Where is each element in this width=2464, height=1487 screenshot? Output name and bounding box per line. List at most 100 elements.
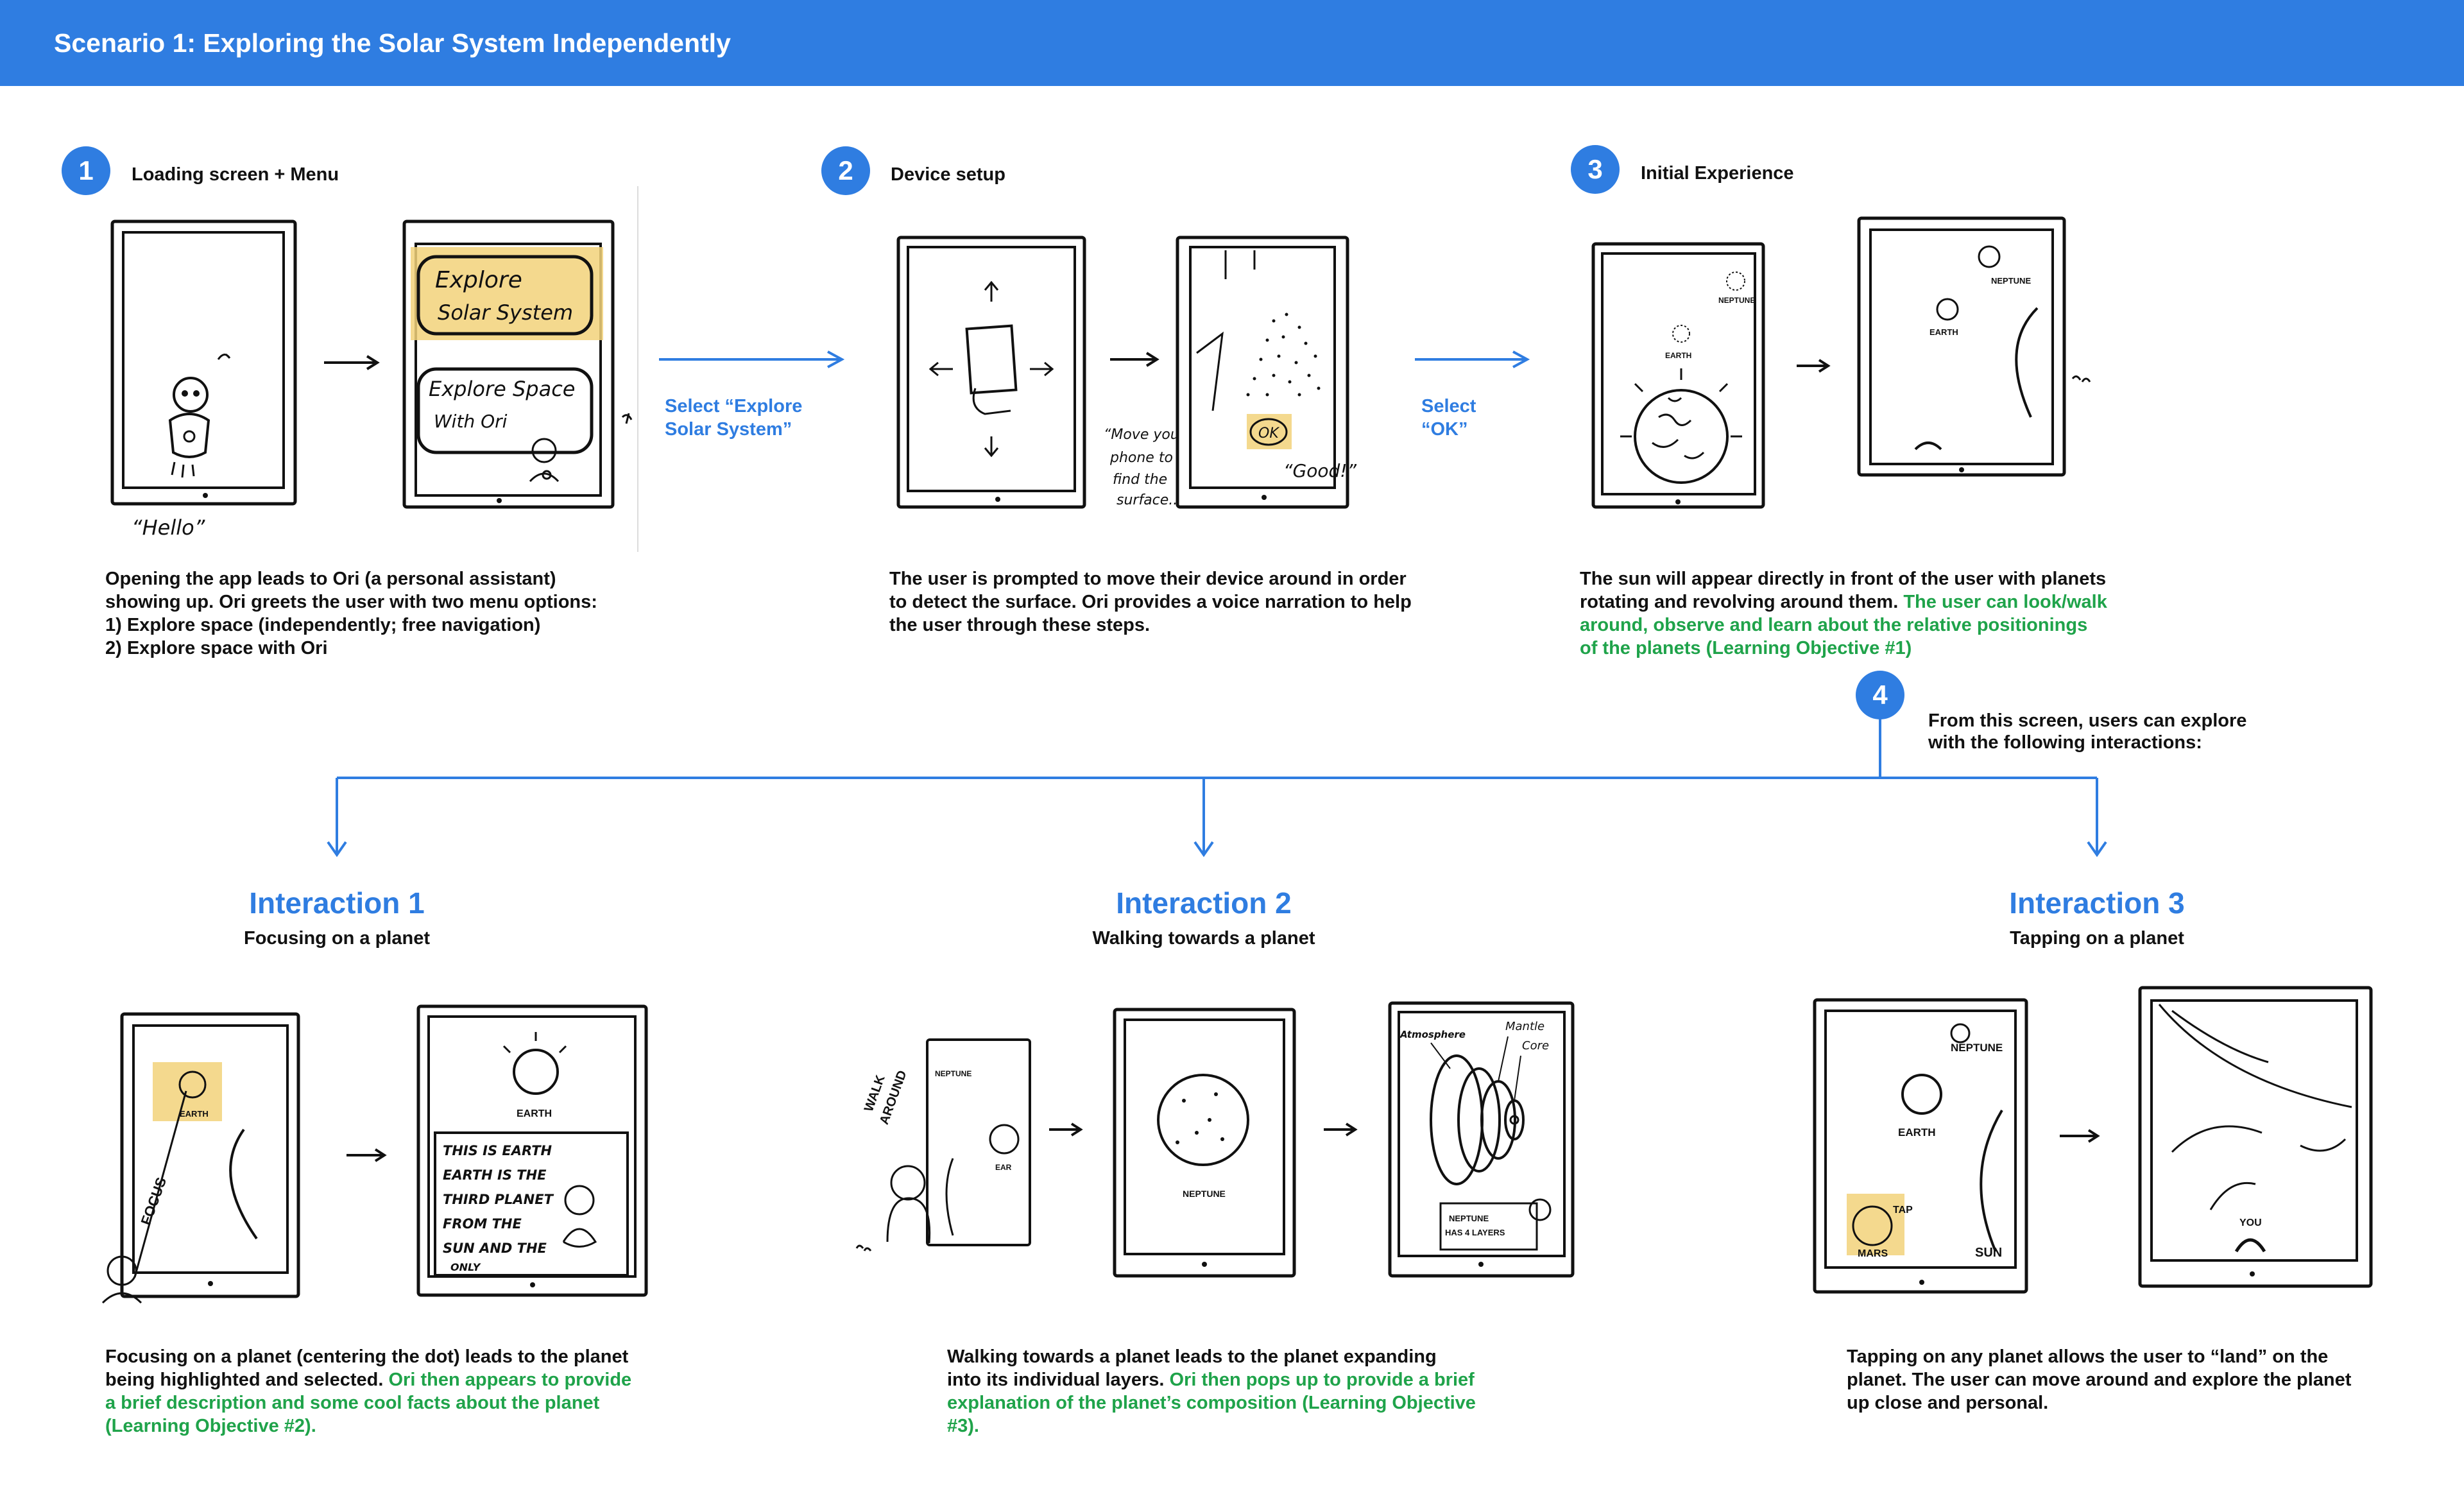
step-1-desc-line2: showing up. Ori greets the user with two…: [105, 592, 597, 612]
mars-label: MARS: [1858, 1248, 1888, 1259]
interaction-3-desc-line1: Tapping on any planet allows the user to…: [1847, 1346, 2329, 1367]
step-3-description: The sun will appear directly in front of…: [1580, 567, 2107, 660]
ok-button-sketch: OK: [1258, 425, 1279, 442]
interaction-2-title: Interaction 2: [1116, 886, 1292, 920]
step-4-desc-line2: with the following interactions:: [1928, 732, 2202, 753]
step-2-desc-line1: The user is prompted to move their devic…: [889, 569, 1407, 589]
select-ok-line2: “OK”: [1421, 419, 1468, 440]
interaction-3-subtitle: Tapping on a planet: [2010, 928, 2184, 949]
earth-label: EARTH: [1929, 327, 1958, 337]
step-3-desc-line4: of the planets (Learning Objective #1): [1580, 638, 1912, 658]
interaction-1-title: Interaction 1: [249, 886, 425, 920]
select-explore-line2: Solar System”: [665, 419, 792, 440]
initial-experience-sketch: NEPTUNE EARTH: [1582, 231, 1774, 513]
interaction-1-desc-line1: Focusing on a planet (centering the dot)…: [105, 1346, 629, 1367]
select-explore-label: Select “Explore Solar System”: [665, 395, 802, 441]
move-prompt-line2: phone to: [1109, 450, 1173, 466]
move-prompt-line1: “Move your: [1104, 427, 1186, 443]
step-2-desc-line3: the user through these steps.: [889, 615, 1151, 635]
step-3-desc-line2b: The user can look/walk: [1903, 592, 2107, 612]
arrow-icon: [321, 353, 385, 372]
you-label: YOU: [2239, 1217, 2262, 1228]
step-2-label: Device setup: [891, 164, 1005, 185]
earth-fact-line1: THIS IS EARTH: [443, 1143, 552, 1158]
earth-label: EARTH: [180, 1109, 209, 1119]
sun-label: SUN: [1975, 1246, 2002, 1260]
arrow-icon: [2057, 1126, 2105, 1146]
select-ok-line1: Select: [1421, 396, 1476, 417]
step-4-description: From this screen, users can explore with…: [1928, 710, 2246, 753]
layers-line2: HAS 4 LAYERS: [1445, 1228, 1505, 1237]
step-1-desc-line3: 1) Explore space (independently; free na…: [105, 615, 541, 635]
good-text: “Good!”: [1283, 460, 1356, 481]
device-move-sketch: [892, 231, 1097, 513]
interaction-2-subtitle: Walking towards a planet: [1092, 928, 1315, 949]
interaction-2-desc-line2a: into its individual layers.: [947, 1370, 1170, 1390]
arrow-icon: [1046, 1120, 1088, 1139]
interaction-1-desc-line3: a brief description and some cool facts …: [105, 1393, 600, 1413]
walk-around-sketch: NEPTUNE EAR WALK AROUND: [850, 1030, 1068, 1293]
earth-label: EARTH: [517, 1108, 552, 1119]
revolving-planets-sketch: NEPTUNE EARTH: [1851, 212, 2121, 513]
earth-fact-line2: EARTH IS THE: [443, 1167, 547, 1183]
neptune-label: NEPTUNE: [1991, 276, 2031, 286]
arrow-icon: [1412, 350, 1534, 369]
interaction-1-description: Focusing on a planet (centering the dot)…: [105, 1345, 631, 1438]
earth-fact-line5: SUN AND THE: [443, 1241, 547, 1256]
interaction-2-description: Walking towards a planet leads to the pl…: [947, 1345, 1476, 1438]
interaction-1-desc-line2a: being highlighted and selected.: [105, 1370, 389, 1390]
step-3-desc-line3: around, observe and learn about the rela…: [1580, 615, 2088, 635]
interaction-3-desc-line3: up close and personal.: [1847, 1393, 2049, 1413]
arrow-icon: [656, 350, 848, 369]
move-prompt-line3: find the: [1113, 472, 1167, 488]
divider-line: [637, 186, 639, 552]
select-ok-label: Select “OK”: [1421, 395, 1476, 441]
earth-fact-line3: THIRD PLANET: [443, 1192, 554, 1207]
interaction-1-desc-line4: (Learning Objective #2).: [105, 1416, 316, 1436]
interaction-3-title: Interaction 3: [2009, 886, 2185, 920]
neptune-closeup-sketch: NEPTUNE: [1107, 1004, 1299, 1280]
layers-line1: NEPTUNE: [1449, 1214, 1489, 1223]
neptune-label: NEPTUNE: [1183, 1189, 1226, 1199]
menu-explore-line2: Solar System: [438, 300, 573, 325]
neptune-label: NEPTUNE: [935, 1069, 971, 1078]
earth-fact-line6: ONLY: [450, 1261, 481, 1273]
planet-layers-sketch: Atmosphere Mantle Core NEPTUNE HAS 4 LAY…: [1386, 998, 1579, 1280]
interaction-3-description: Tapping on any planet allows the user to…: [1847, 1345, 2351, 1414]
arrow-icon: [1793, 356, 1835, 375]
step-1-description: Opening the app leads to Ori (a personal…: [105, 567, 597, 660]
step-3-badge: 3: [1571, 145, 1620, 194]
earth-fact-line4: FROM THE: [443, 1216, 522, 1232]
branch-connector: [0, 719, 2464, 860]
interaction-1-subtitle: Focusing on a planet: [243, 928, 430, 949]
arrow-icon: [1321, 1120, 1362, 1139]
step-2-desc-line2: to detect the surface. Ori provides a vo…: [889, 592, 1412, 612]
menu-ori-line2: With Ori: [434, 411, 508, 432]
interaction-3-desc-line2: planet. The user can move around and exp…: [1847, 1370, 2352, 1390]
focus-planet-sketch: EARTH FOCUS: [96, 1008, 314, 1309]
arrow-icon: [1107, 350, 1165, 369]
surface-detect-sketch: OK: [1171, 231, 1357, 513]
good-caption: “Good!”: [1283, 460, 1356, 481]
earth-label: EARTH: [1898, 1126, 1936, 1139]
ear-label: EAR: [995, 1163, 1012, 1172]
step-1-desc-line4: 2) Explore space with Ori: [105, 638, 328, 658]
arrow-icon: [343, 1146, 391, 1165]
menu-screen-sketch: Explore Solar System Explore Space With …: [398, 212, 642, 513]
step-4-desc-line1: From this screen, users can explore: [1928, 710, 2247, 731]
step-3-desc-line1: The sun will appear directly in front of…: [1580, 569, 2107, 589]
earth-facts-sketch: EARTH THIS IS EARTH EARTH IS THE THIRD P…: [411, 1001, 654, 1303]
step-3-label: Initial Experience: [1641, 163, 1794, 184]
step-4-badge: 4: [1856, 671, 1904, 719]
neptune-label: NEPTUNE: [1951, 1042, 2003, 1054]
core-label: Core: [1522, 1039, 1549, 1053]
step-2-description: The user is prompted to move their devic…: [889, 567, 1412, 637]
select-explore-line1: Select “Explore: [665, 396, 803, 417]
step-1-label: Loading screen + Menu: [132, 164, 339, 185]
interaction-1-desc-line2b: Ori then appears to provide: [388, 1370, 632, 1390]
menu-ori-line1: Explore Space: [429, 377, 575, 401]
tap-planet-sketch: NEPTUNE EARTH MARS TAP SUN: [1797, 982, 2041, 1303]
header-bar: Scenario 1: Exploring the Solar System I…: [0, 0, 2464, 86]
hello-caption: “Hello”: [132, 515, 205, 540]
menu-explore-line1: Explore: [435, 267, 522, 293]
